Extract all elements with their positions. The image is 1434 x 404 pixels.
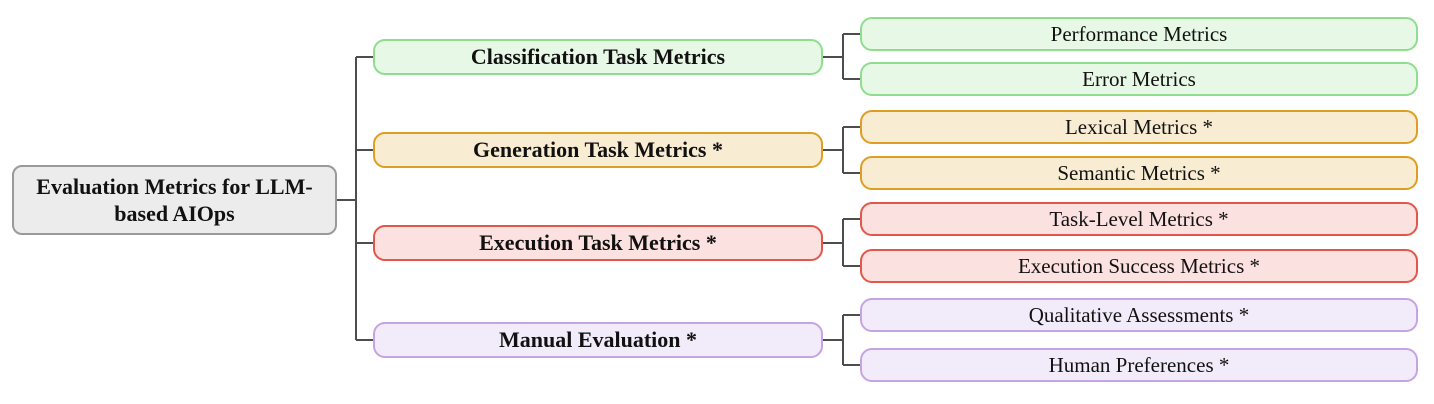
connector-root-trunk: [337, 56, 373, 341]
leaf-node-performance-metrics: Performance Metrics: [860, 17, 1418, 51]
connector-branch-classification: [823, 33, 860, 80]
branch-node-generation-task-metrics: Generation Task Metrics *: [373, 132, 823, 168]
root-node-evaluation-metrics: Evaluation Metrics for LLM-based AIOps: [12, 165, 337, 235]
leaf-node-error-metrics: Error Metrics: [860, 62, 1418, 96]
leaf-node-execution-success-metrics: Execution Success Metrics *: [860, 249, 1418, 283]
leaf-node-qualitative-assessments: Qualitative Assessments *: [860, 298, 1418, 332]
branch-node-execution-task-metrics: Execution Task Metrics *: [373, 225, 823, 261]
connector-branch-manual: [823, 314, 860, 366]
leaf-node-semantic-metrics: Semantic Metrics *: [860, 156, 1418, 190]
connector-branch-generation: [823, 126, 860, 174]
leaf-node-human-preferences: Human Preferences *: [860, 348, 1418, 382]
leaf-node-task-level-metrics: Task-Level Metrics *: [860, 202, 1418, 236]
connector-branch-execution: [823, 218, 860, 267]
branch-node-classification-task-metrics: Classification Task Metrics: [373, 39, 823, 75]
leaf-node-lexical-metrics: Lexical Metrics *: [860, 110, 1418, 144]
branch-node-manual-evaluation: Manual Evaluation *: [373, 322, 823, 358]
